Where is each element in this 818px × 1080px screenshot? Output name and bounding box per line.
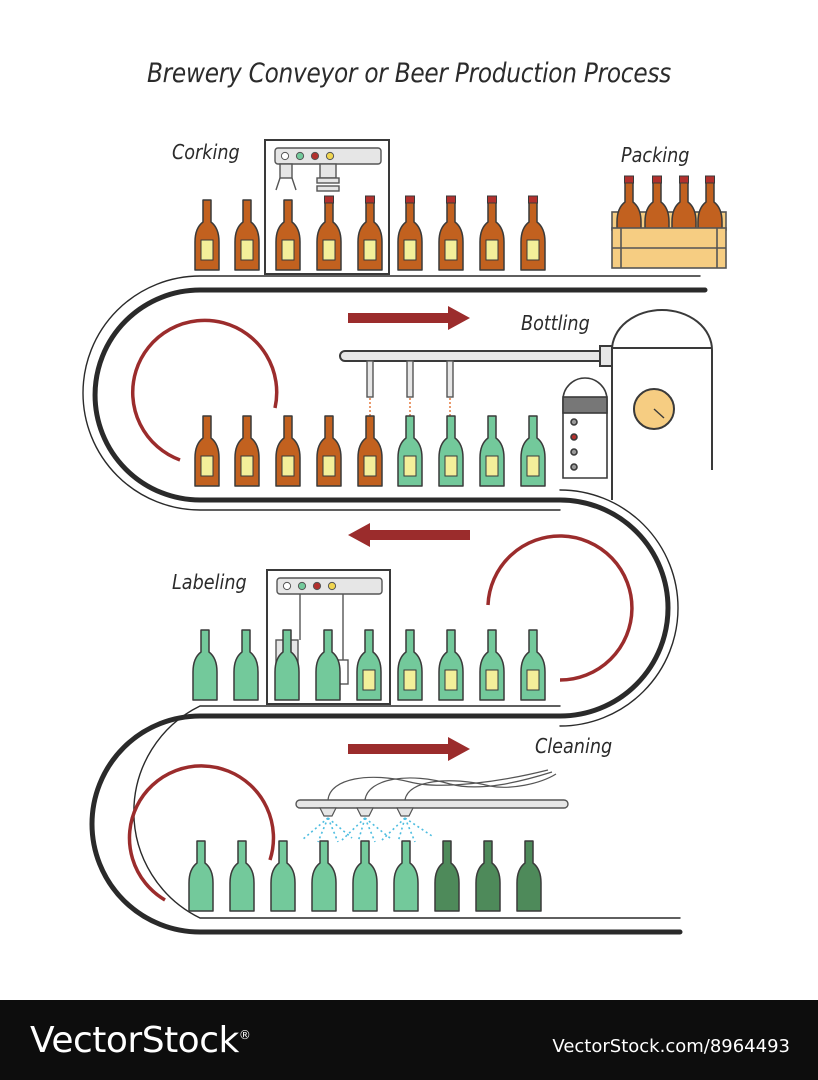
stage-label-bottling: Bottling bbox=[521, 311, 590, 335]
bottle-green bbox=[192, 629, 218, 701]
right-arrow-icon bbox=[348, 306, 470, 330]
bottle-brown bbox=[194, 415, 220, 487]
bottle-green bbox=[311, 840, 337, 912]
bottle-green bbox=[274, 629, 300, 701]
stage-label-corking: Corking bbox=[172, 140, 240, 164]
bottle-dark-green bbox=[434, 840, 460, 912]
bottle-brown bbox=[194, 199, 220, 271]
bottle-brown bbox=[357, 415, 383, 487]
bottle-green bbox=[315, 629, 341, 701]
stage-label-packing: Packing bbox=[621, 143, 690, 167]
page-title: Brewery Conveyor or Beer Production Proc… bbox=[146, 58, 672, 89]
bottle-green bbox=[352, 840, 378, 912]
bottle-green bbox=[520, 629, 546, 701]
packing-crate bbox=[611, 227, 727, 269]
bottle-green bbox=[397, 415, 423, 487]
right-arrow-icon bbox=[348, 737, 470, 761]
bottle-brown bbox=[234, 199, 260, 271]
bottle-green bbox=[438, 629, 464, 701]
watermark-logo: VectorStock® bbox=[30, 1020, 251, 1061]
left-arrow-icon bbox=[348, 523, 470, 547]
bottle-brown bbox=[479, 195, 505, 271]
bottle-green bbox=[397, 629, 423, 701]
bottle-brown bbox=[275, 199, 301, 271]
conveyor-belt bbox=[82, 275, 708, 935]
cleaning-sprayers bbox=[295, 769, 569, 843]
bottle-green bbox=[270, 840, 296, 912]
bottle-brown bbox=[316, 415, 342, 487]
stage-label-labeling: Labeling bbox=[172, 570, 247, 594]
rotation-arcs bbox=[127, 318, 634, 902]
direction-arrows bbox=[348, 306, 470, 761]
bottle-brown bbox=[397, 195, 423, 271]
bottle-dark-green bbox=[516, 840, 542, 912]
bottle-dark-green bbox=[475, 840, 501, 912]
bottle-green bbox=[356, 629, 382, 701]
bottle-green bbox=[393, 840, 419, 912]
watermark-url: VectorStock.com/8964493 bbox=[552, 1036, 790, 1057]
bottle-green bbox=[229, 840, 255, 912]
conveyor-diagram bbox=[82, 139, 727, 935]
bottle-green bbox=[479, 415, 505, 487]
watermark-footer: VectorStock® VectorStock.com/8964493 bbox=[0, 1000, 818, 1080]
bottle-green bbox=[438, 415, 464, 487]
bottle-brown bbox=[234, 415, 260, 487]
bottle-brown bbox=[357, 195, 383, 271]
bottle-brown bbox=[275, 415, 301, 487]
bottling-unit bbox=[562, 377, 608, 479]
filling-nozzles bbox=[366, 360, 454, 418]
bottle-green bbox=[520, 415, 546, 487]
stage-label-cleaning: Cleaning bbox=[535, 734, 613, 758]
bottle-green bbox=[479, 629, 505, 701]
bottle-brown bbox=[316, 195, 342, 271]
bottling-tank bbox=[339, 309, 713, 500]
bottle-green bbox=[233, 629, 259, 701]
bottle-brown bbox=[520, 195, 546, 271]
bottle-green bbox=[188, 840, 214, 912]
bottle-brown bbox=[438, 195, 464, 271]
